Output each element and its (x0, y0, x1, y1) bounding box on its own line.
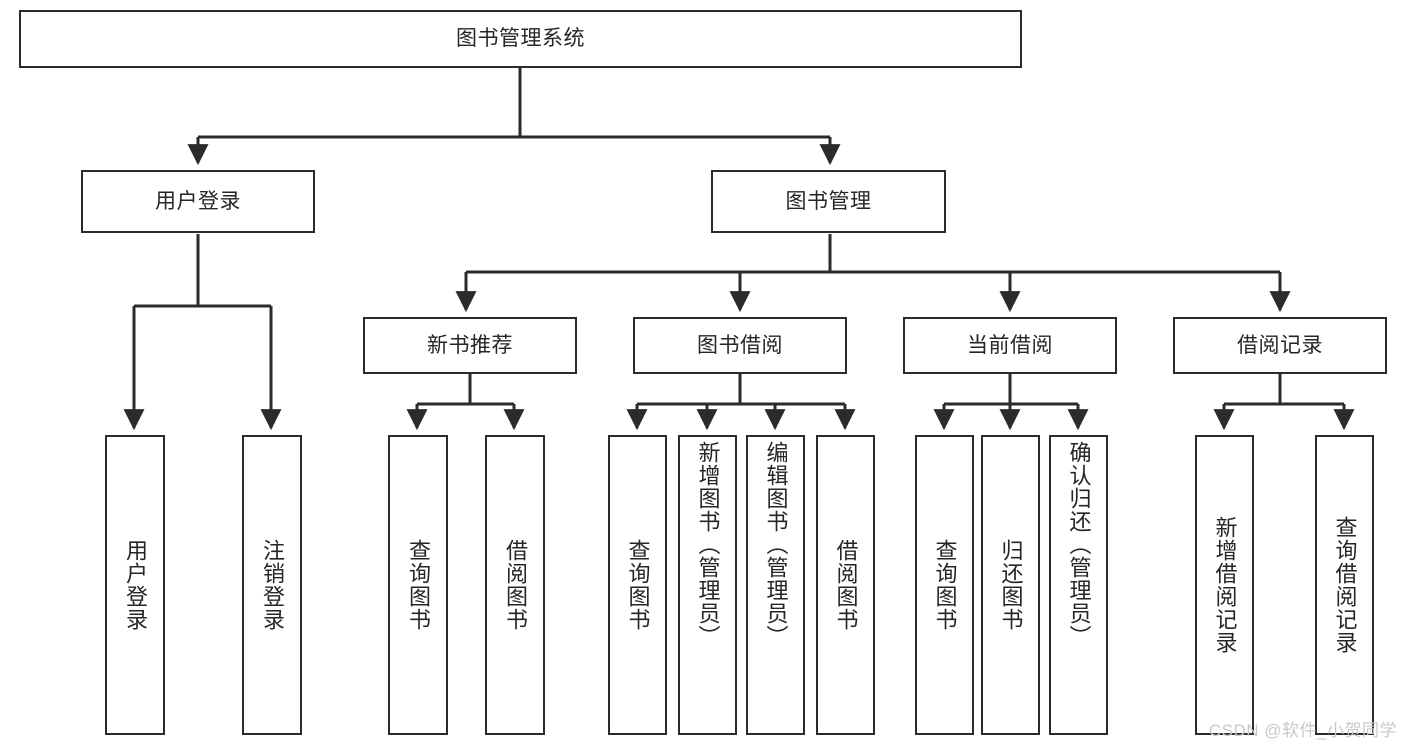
node-label: 用户登录 (155, 189, 241, 213)
node-label: 当前借阅 (967, 333, 1053, 357)
node-label: 查询借阅记录 (1332, 516, 1358, 654)
leaf-current-borrow-3[interactable]: 确认归还（管理员） (1049, 435, 1108, 735)
leaf-user-login-2[interactable]: 注销登录 (242, 435, 302, 735)
node-label: 查询图书 (405, 539, 431, 631)
leaf-borrow-record-2[interactable]: 查询借阅记录 (1315, 435, 1374, 735)
node-current-borrow[interactable]: 当前借阅 (903, 317, 1117, 374)
node-label: 借阅图书 (833, 539, 859, 631)
leaf-borrow-record-1[interactable]: 新增借阅记录 (1195, 435, 1254, 735)
node-book-management[interactable]: 图书管理 (711, 170, 946, 233)
csdn-watermark: CSDN @软件_小贺同学 (1208, 721, 1397, 740)
node-label: 新增图书（管理员） (695, 441, 721, 648)
leaf-book-borrow-2[interactable]: 新增图书（管理员） (678, 435, 737, 735)
leaf-new-book-1[interactable]: 查询图书 (388, 435, 448, 735)
leaf-current-borrow-2[interactable]: 归还图书 (981, 435, 1040, 735)
leaf-new-book-2[interactable]: 借阅图书 (485, 435, 545, 735)
node-book-borrow[interactable]: 图书借阅 (633, 317, 847, 374)
node-label: 新增借阅记录 (1212, 516, 1238, 654)
node-user-login[interactable]: 用户登录 (81, 170, 315, 233)
node-label: 借阅记录 (1237, 333, 1323, 357)
leaf-book-borrow-3[interactable]: 编辑图书（管理员） (746, 435, 805, 735)
node-root-book-management-system[interactable]: 图书管理系统 (19, 10, 1022, 68)
node-label: 编辑图书（管理员） (763, 441, 789, 648)
node-label: 图书管理系统 (456, 27, 585, 51)
leaf-book-borrow-4[interactable]: 借阅图书 (816, 435, 875, 735)
leaf-user-login-1[interactable]: 用户登录 (105, 435, 165, 735)
node-new-book-recommend[interactable]: 新书推荐 (363, 317, 577, 374)
node-label: 借阅图书 (502, 539, 528, 631)
node-label: 确认归还（管理员） (1066, 441, 1092, 648)
node-borrow-record[interactable]: 借阅记录 (1173, 317, 1387, 374)
node-label: 查询图书 (625, 539, 651, 631)
node-label: 用户登录 (122, 539, 148, 631)
node-label: 图书借阅 (697, 333, 783, 357)
node-label: 归还图书 (998, 539, 1024, 631)
node-label: 查询图书 (932, 539, 958, 631)
leaf-book-borrow-1[interactable]: 查询图书 (608, 435, 667, 735)
leaf-current-borrow-1[interactable]: 查询图书 (915, 435, 974, 735)
node-label: 新书推荐 (427, 333, 513, 357)
node-label: 图书管理 (785, 189, 872, 213)
node-label: 注销登录 (259, 539, 285, 631)
